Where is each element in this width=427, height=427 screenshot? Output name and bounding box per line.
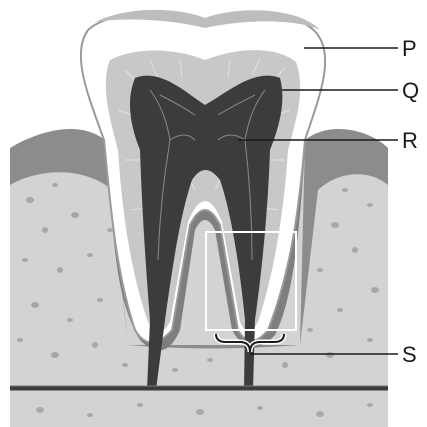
label-p: P [402,36,417,61]
label-q: Q [402,78,419,103]
label-s: S [402,342,417,367]
label-r: R [402,128,418,153]
